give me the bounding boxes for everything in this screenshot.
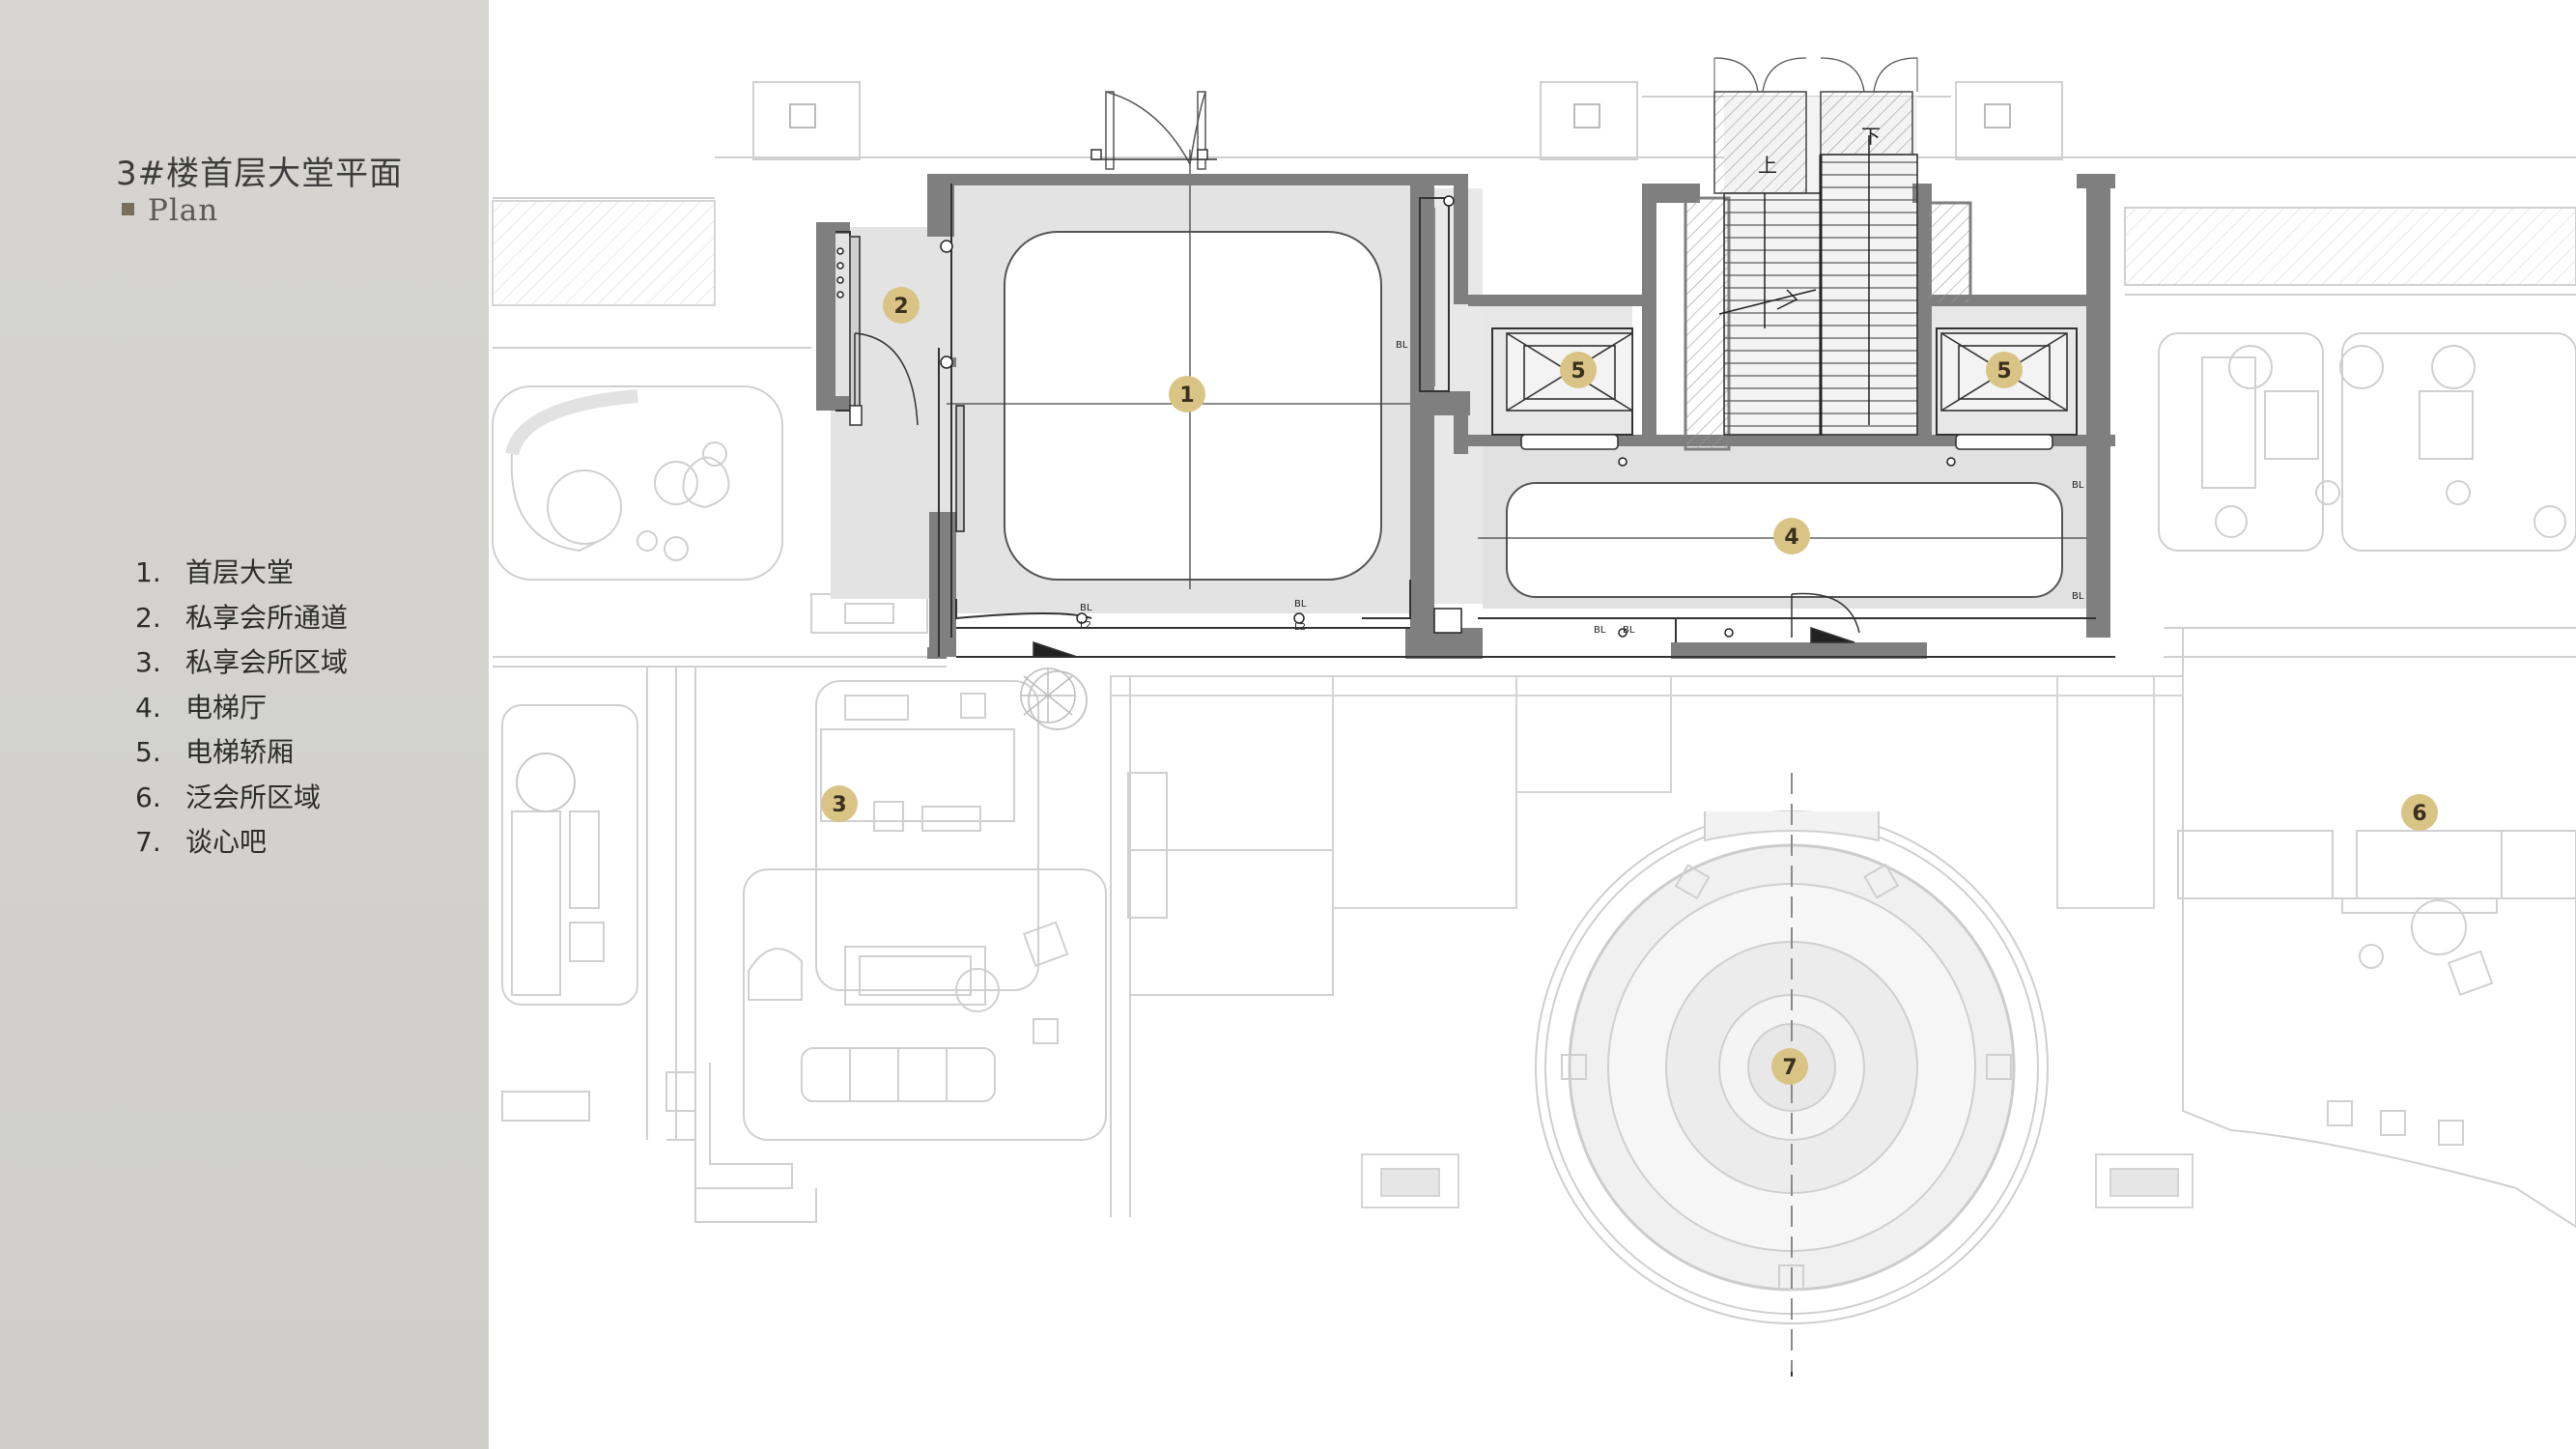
- svg-text:2: 2: [893, 295, 908, 319]
- code-tag: BL: [1294, 599, 1307, 610]
- legend-number: 4.: [135, 691, 161, 724]
- marker-general-club-area: 6: [2401, 794, 2438, 831]
- legend-number: 6.: [135, 781, 161, 813]
- marker-elevator-car-right: 5: [1986, 352, 2023, 388]
- code-tag: BL: [1396, 340, 1408, 351]
- legend-label: 电梯轿厢: [185, 736, 295, 768]
- legend-label: 泛会所区域: [185, 781, 322, 813]
- legend-number: 7.: [135, 826, 161, 858]
- marker-elevator-car-left: 5: [1560, 352, 1597, 388]
- legend-number: 3.: [135, 646, 161, 678]
- page-title: 3#楼首层大堂平面: [116, 155, 404, 193]
- main-entry-doors: [1090, 91, 1217, 170]
- legend-label: 私享会所区域: [185, 646, 349, 678]
- stair-up-label: 上: [1758, 154, 1777, 177]
- marker-lobby: 1: [1169, 376, 1205, 412]
- bullet-square-icon: [122, 203, 134, 215]
- floor-plan: 上 下 BL BL L2 L2 BL BL: [492, 57, 2576, 1377]
- code-tag: BL: [2072, 480, 2084, 491]
- legend-item: 1. 首层大堂: [135, 551, 348, 596]
- legend-item: 4. 电梯厅: [135, 686, 348, 731]
- legend-item: 7. 谈心吧: [135, 820, 348, 866]
- svg-text:5: 5: [1571, 359, 1585, 384]
- legend-label: 谈心吧: [185, 826, 268, 858]
- plan-markers: 1 2 3 4 5 5 6 7: [821, 287, 2438, 1085]
- marker-private-club-passage: 2: [883, 287, 920, 324]
- legend-number: 5.: [135, 736, 161, 768]
- code-tag: BL: [1594, 625, 1606, 636]
- marker-talk-bar: 7: [1771, 1048, 1808, 1085]
- code-tag: BL: [2072, 591, 2084, 602]
- code-tag: L2: [1294, 622, 1306, 633]
- svg-text:7: 7: [1782, 1056, 1797, 1080]
- svg-text:3: 3: [832, 793, 846, 817]
- svg-text:1: 1: [1179, 384, 1194, 408]
- legend-number: 2.: [135, 601, 161, 634]
- marker-private-club-area: 3: [821, 785, 858, 822]
- stair-down-label: 下: [1861, 125, 1881, 148]
- legend-number: 1.: [135, 556, 161, 588]
- context-terrace: [1110, 675, 2194, 1208]
- fixture-codes: BL BL L2 L2 BL BL BL BL BL: [1080, 340, 2084, 636]
- svg-text:6: 6: [2412, 802, 2426, 826]
- stairwell: 上 下: [1713, 57, 1918, 436]
- legend-item: 6. 泛会所区域: [135, 776, 348, 821]
- legend-label: 电梯厅: [185, 691, 268, 724]
- svg-text:4: 4: [1784, 526, 1798, 550]
- marker-elevator-hall: 4: [1773, 518, 1810, 554]
- side-door: [849, 332, 919, 426]
- page-subtitle: Plan: [122, 193, 218, 228]
- context-left-wing: [492, 197, 1334, 1223]
- legend-label: 首层大堂: [185, 556, 295, 588]
- code-tag: BL: [1080, 603, 1092, 613]
- legend-list: 1. 首层大堂 2. 私享会所通道 3. 私享会所区域 4. 电梯厅 5. 电梯轿厢 6.…: [135, 551, 348, 866]
- legend-item: 2. 私享会所通道: [135, 596, 348, 641]
- code-tag: L2: [1080, 620, 1091, 631]
- hall-door: [1033, 592, 1860, 658]
- walls: [816, 174, 2115, 659]
- fixtures: [836, 195, 1956, 638]
- legend-item: 3. 私享会所区域: [135, 640, 348, 686]
- plant-icon: [1020, 668, 1076, 724]
- svg-text:5: 5: [1996, 359, 2011, 384]
- subtitle-text: Plan: [148, 193, 219, 228]
- legend-label: 私享会所通道: [185, 601, 349, 634]
- sidebar-panel: 3#楼首层大堂平面 Plan 1. 首层大堂 2. 私享会所通道 3. 私享会所区域 …: [0, 0, 489, 1449]
- context-right-wing: [715, 81, 2576, 1229]
- code-tag: BL: [1623, 625, 1635, 636]
- legend-item: 5. 电梯轿厢: [135, 730, 348, 776]
